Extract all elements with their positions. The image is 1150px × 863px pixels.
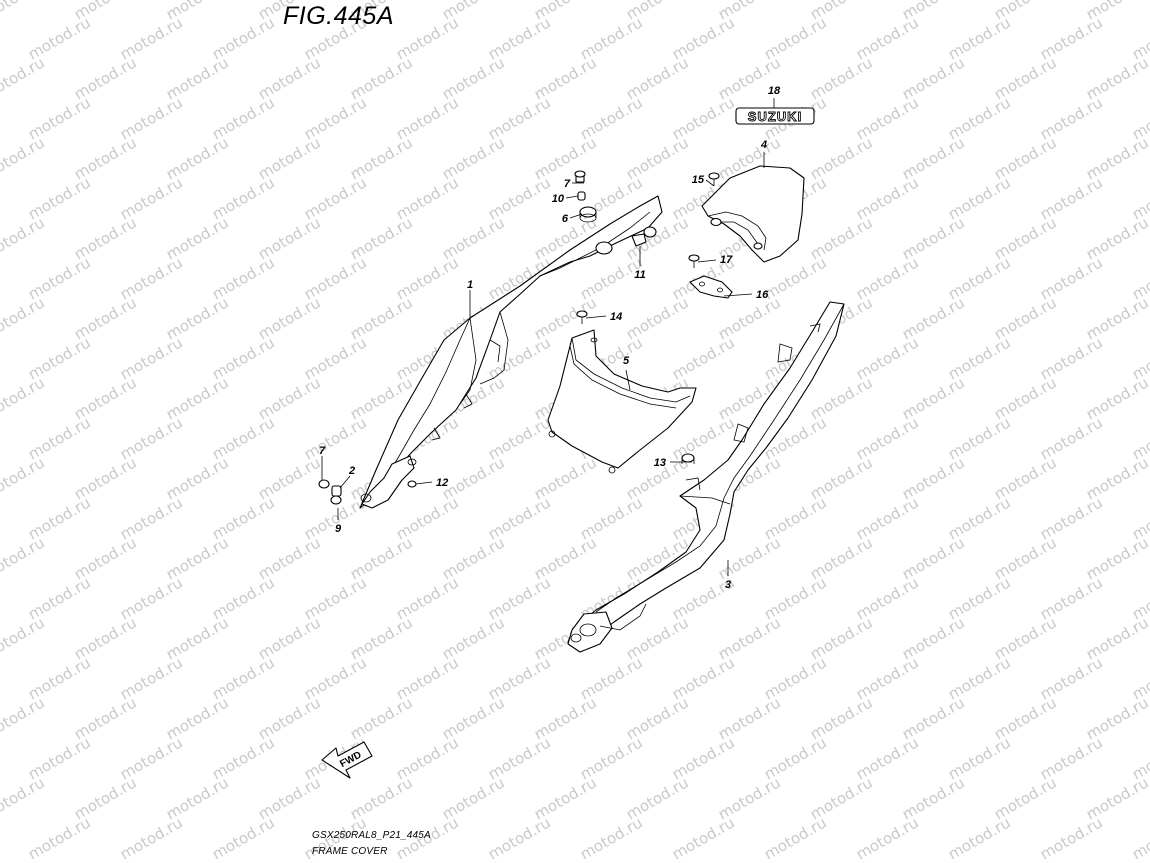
part-10-grommet[interactable] — [577, 191, 586, 201]
part-17-bolt[interactable] — [688, 254, 700, 268]
watermark-text: motod.ru — [0, 133, 48, 183]
part-2-collar[interactable] — [331, 485, 342, 497]
watermark-text: motod.ru — [0, 573, 2, 623]
watermark-text: motod.ru — [0, 373, 48, 423]
watermark-text: motod.ru — [577, 813, 646, 863]
watermark-text: motod.ru — [0, 293, 48, 343]
callout-1[interactable]: 1 — [467, 279, 473, 291]
callout-labels: 7 10 6 11 15 18 4 17 16 14 5 13 12 1 7 2… — [319, 85, 781, 591]
part-18-suzuki-emblem[interactable]: SUZUKI — [735, 107, 815, 125]
callout-8[interactable]: 7 — [564, 178, 571, 190]
callout-5[interactable]: 5 — [623, 355, 630, 367]
watermark-text: motod.ru — [0, 693, 48, 743]
part-4-rear-cowl[interactable] — [701, 165, 805, 263]
leader-lines — [321, 98, 775, 576]
part-6-collar[interactable] — [579, 206, 597, 223]
watermark-text: motod.ru — [0, 533, 48, 583]
callout-4[interactable]: 4 — [760, 139, 767, 151]
watermark-text: motod.ru — [0, 773, 48, 823]
callout-14[interactable]: 14 — [610, 311, 622, 323]
part-14-bolt[interactable] — [576, 310, 588, 324]
watermark-text: motod.ru — [1037, 813, 1106, 863]
watermark-text: motod.ru — [117, 813, 186, 863]
part-7-bolt[interactable] — [318, 479, 330, 489]
watermark-text: motod.ru — [485, 813, 554, 863]
figure-code: GSX250RAL8_P21_445A — [312, 830, 431, 841]
watermark-text: motod.ru — [1129, 813, 1150, 863]
watermark-text: motod.ru — [0, 93, 2, 143]
part-13-grommet[interactable] — [681, 453, 695, 464]
watermark-text: motod.ru — [0, 333, 2, 383]
callout-10[interactable]: 10 — [552, 193, 565, 205]
callout-16[interactable]: 16 — [756, 289, 769, 301]
part-16-plate[interactable] — [689, 275, 733, 299]
watermark-text: motod.ru — [0, 653, 2, 703]
callout-3[interactable]: 3 — [725, 579, 731, 591]
part-3-right-frame-cover[interactable] — [567, 301, 845, 653]
figure-name: FRAME COVER — [312, 846, 388, 857]
watermark-text: motod.ru — [0, 813, 2, 863]
watermark-text: motod.ru — [0, 0, 48, 23]
watermark-text: motod.ru — [945, 813, 1014, 863]
watermark-text: motod.ru — [0, 613, 48, 663]
part-15-bolt[interactable] — [708, 172, 720, 186]
watermark-text: motod.ru — [669, 813, 738, 863]
part-5-center-cover[interactable] — [547, 329, 697, 474]
watermark-text: motod.ru — [0, 213, 48, 263]
emblem-text: SUZUKI — [748, 109, 802, 124]
part-11-nut[interactable] — [631, 233, 647, 247]
watermark-text: motod.ru — [0, 413, 2, 463]
callout-17[interactable]: 17 — [720, 254, 733, 266]
callout-2[interactable]: 2 — [348, 465, 355, 477]
callout-18[interactable]: 18 — [768, 85, 781, 97]
watermark-text: motod.ru — [761, 813, 830, 863]
part-12-nut[interactable] — [407, 480, 417, 488]
watermark-text: motod.ru — [853, 813, 922, 863]
watermark-text: motod.ru — [0, 453, 48, 503]
part-9-grommet[interactable] — [330, 495, 342, 505]
watermark-text: motod.ru — [25, 813, 94, 863]
watermark-text: motod.ru — [0, 13, 2, 63]
part-8-bolt[interactable] — [574, 170, 586, 183]
watermark-text: motod.ru — [0, 173, 2, 223]
watermark-text: motod.ru — [0, 493, 2, 543]
watermark-text: motod.ru — [209, 813, 278, 863]
watermark-text: motod.ru — [0, 53, 48, 103]
figure-title: FIG.445A — [283, 2, 394, 30]
part-1-left-frame-cover[interactable] — [359, 195, 663, 509]
callout-11[interactable]: 11 — [634, 269, 645, 281]
callout-6[interactable]: 6 — [562, 213, 569, 225]
callout-9[interactable]: 9 — [335, 523, 342, 535]
callout-7[interactable]: 7 — [319, 445, 326, 457]
callout-12[interactable]: 12 — [436, 477, 448, 489]
callout-15[interactable]: 15 — [692, 174, 705, 186]
watermark-text: motod.ru — [0, 253, 2, 303]
callout-13[interactable]: 13 — [654, 457, 666, 469]
watermark-text: motod.ru — [0, 733, 2, 783]
